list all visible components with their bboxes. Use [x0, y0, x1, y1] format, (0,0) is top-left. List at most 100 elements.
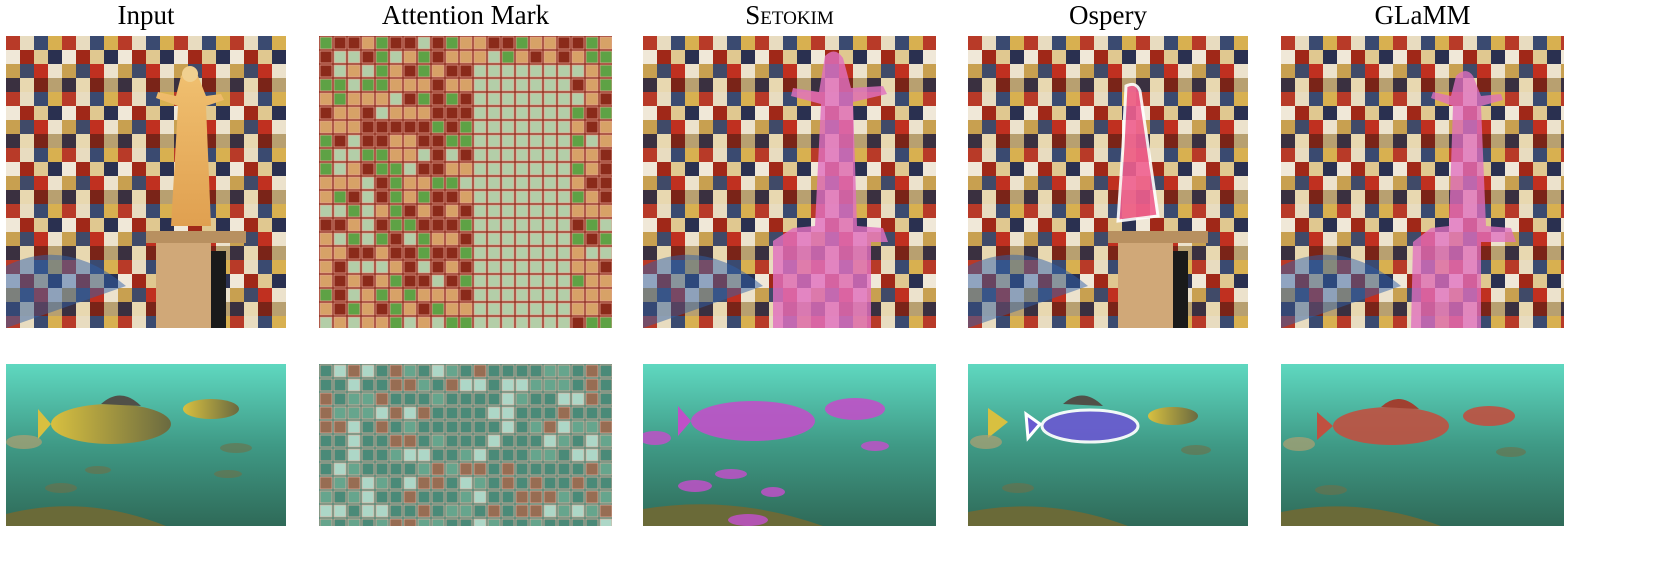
- attention-token: [473, 378, 487, 392]
- attention-token: [487, 378, 501, 392]
- attention-token: [501, 190, 515, 204]
- attention-token: [375, 490, 389, 504]
- attention-token: [319, 518, 333, 526]
- attention-token: [571, 162, 585, 176]
- attention-token: [529, 162, 543, 176]
- attention-token: [487, 50, 501, 64]
- attention-token: [543, 364, 557, 378]
- attention-token: [333, 204, 347, 218]
- attention-token: [431, 162, 445, 176]
- attention-token: [389, 134, 403, 148]
- attention-token: [501, 288, 515, 302]
- attention-token: [557, 302, 571, 316]
- attention-token: [585, 274, 599, 288]
- attention-token: [473, 518, 487, 526]
- attention-token: [501, 364, 515, 378]
- attention-token: [417, 260, 431, 274]
- attention-token: [431, 50, 445, 64]
- attention-token: [529, 504, 543, 518]
- attention-token: [529, 64, 543, 78]
- attention-token: [557, 78, 571, 92]
- attention-token: [431, 434, 445, 448]
- attention-token: [557, 260, 571, 274]
- attention-token: [389, 190, 403, 204]
- attention-token: [431, 448, 445, 462]
- attention-token: [375, 392, 389, 406]
- attention-token: [459, 78, 473, 92]
- attention-token: [431, 302, 445, 316]
- attention-token: [543, 78, 557, 92]
- attention-token: [501, 120, 515, 134]
- attention-token: [389, 518, 403, 526]
- attention-token: [571, 78, 585, 92]
- attention-token: [557, 120, 571, 134]
- attention-token: [389, 392, 403, 406]
- attention-token: [403, 260, 417, 274]
- attention-token: [585, 316, 599, 328]
- attention-token: [319, 50, 333, 64]
- attention-token: [347, 260, 361, 274]
- attention-token: [347, 490, 361, 504]
- attention-token: [557, 50, 571, 64]
- attention-token: [543, 288, 557, 302]
- attention-token: [403, 190, 417, 204]
- attention-token: [375, 218, 389, 232]
- attention-token: [599, 218, 612, 232]
- attention-token: [389, 406, 403, 420]
- attention-token: [557, 148, 571, 162]
- attention-token: [361, 406, 375, 420]
- attention-token: [361, 476, 375, 490]
- attention-token: [431, 148, 445, 162]
- attention-token: [375, 134, 389, 148]
- attention-token: [459, 392, 473, 406]
- attention-token: [361, 302, 375, 316]
- attention-token: [585, 364, 599, 378]
- statue-ospery-image: [968, 36, 1248, 328]
- attention-token: [599, 518, 612, 526]
- attention-token: [445, 218, 459, 232]
- attention-token: [543, 434, 557, 448]
- attention-token: [361, 50, 375, 64]
- attention-token: [543, 302, 557, 316]
- attention-token: [431, 120, 445, 134]
- attention-token: [431, 462, 445, 476]
- attention-token: [571, 462, 585, 476]
- attention-token: [501, 476, 515, 490]
- attention-token: [487, 288, 501, 302]
- attention-token: [375, 106, 389, 120]
- attention-token: [543, 162, 557, 176]
- attention-token: [585, 490, 599, 504]
- attention-token: [487, 218, 501, 232]
- attention-token: [501, 218, 515, 232]
- attention-token: [599, 302, 612, 316]
- attention-token: [557, 434, 571, 448]
- attention-token: [599, 134, 612, 148]
- statue-glamm-image: [1281, 36, 1564, 328]
- attention-token: [319, 78, 333, 92]
- attention-token: [333, 504, 347, 518]
- attention-token: [571, 260, 585, 274]
- attention-token: [515, 260, 529, 274]
- attention-token: [585, 246, 599, 260]
- attention-token: [543, 246, 557, 260]
- attention-token: [599, 448, 612, 462]
- attention-token: [515, 176, 529, 190]
- attention-token: [319, 148, 333, 162]
- attention-token: [375, 162, 389, 176]
- attention-token: [417, 288, 431, 302]
- attention-token: [599, 420, 612, 434]
- attention-token: [333, 190, 347, 204]
- attention-token: [389, 162, 403, 176]
- attention-token: [347, 476, 361, 490]
- attention-token: [529, 148, 543, 162]
- attention-token: [431, 504, 445, 518]
- attention-token: [403, 462, 417, 476]
- attention-token: [417, 378, 431, 392]
- attention-token: [361, 92, 375, 106]
- attention-token: [515, 78, 529, 92]
- attention-token: [459, 260, 473, 274]
- attention-token: [319, 434, 333, 448]
- attention-token: [319, 316, 333, 328]
- attention-token: [529, 378, 543, 392]
- attention-token: [585, 36, 599, 50]
